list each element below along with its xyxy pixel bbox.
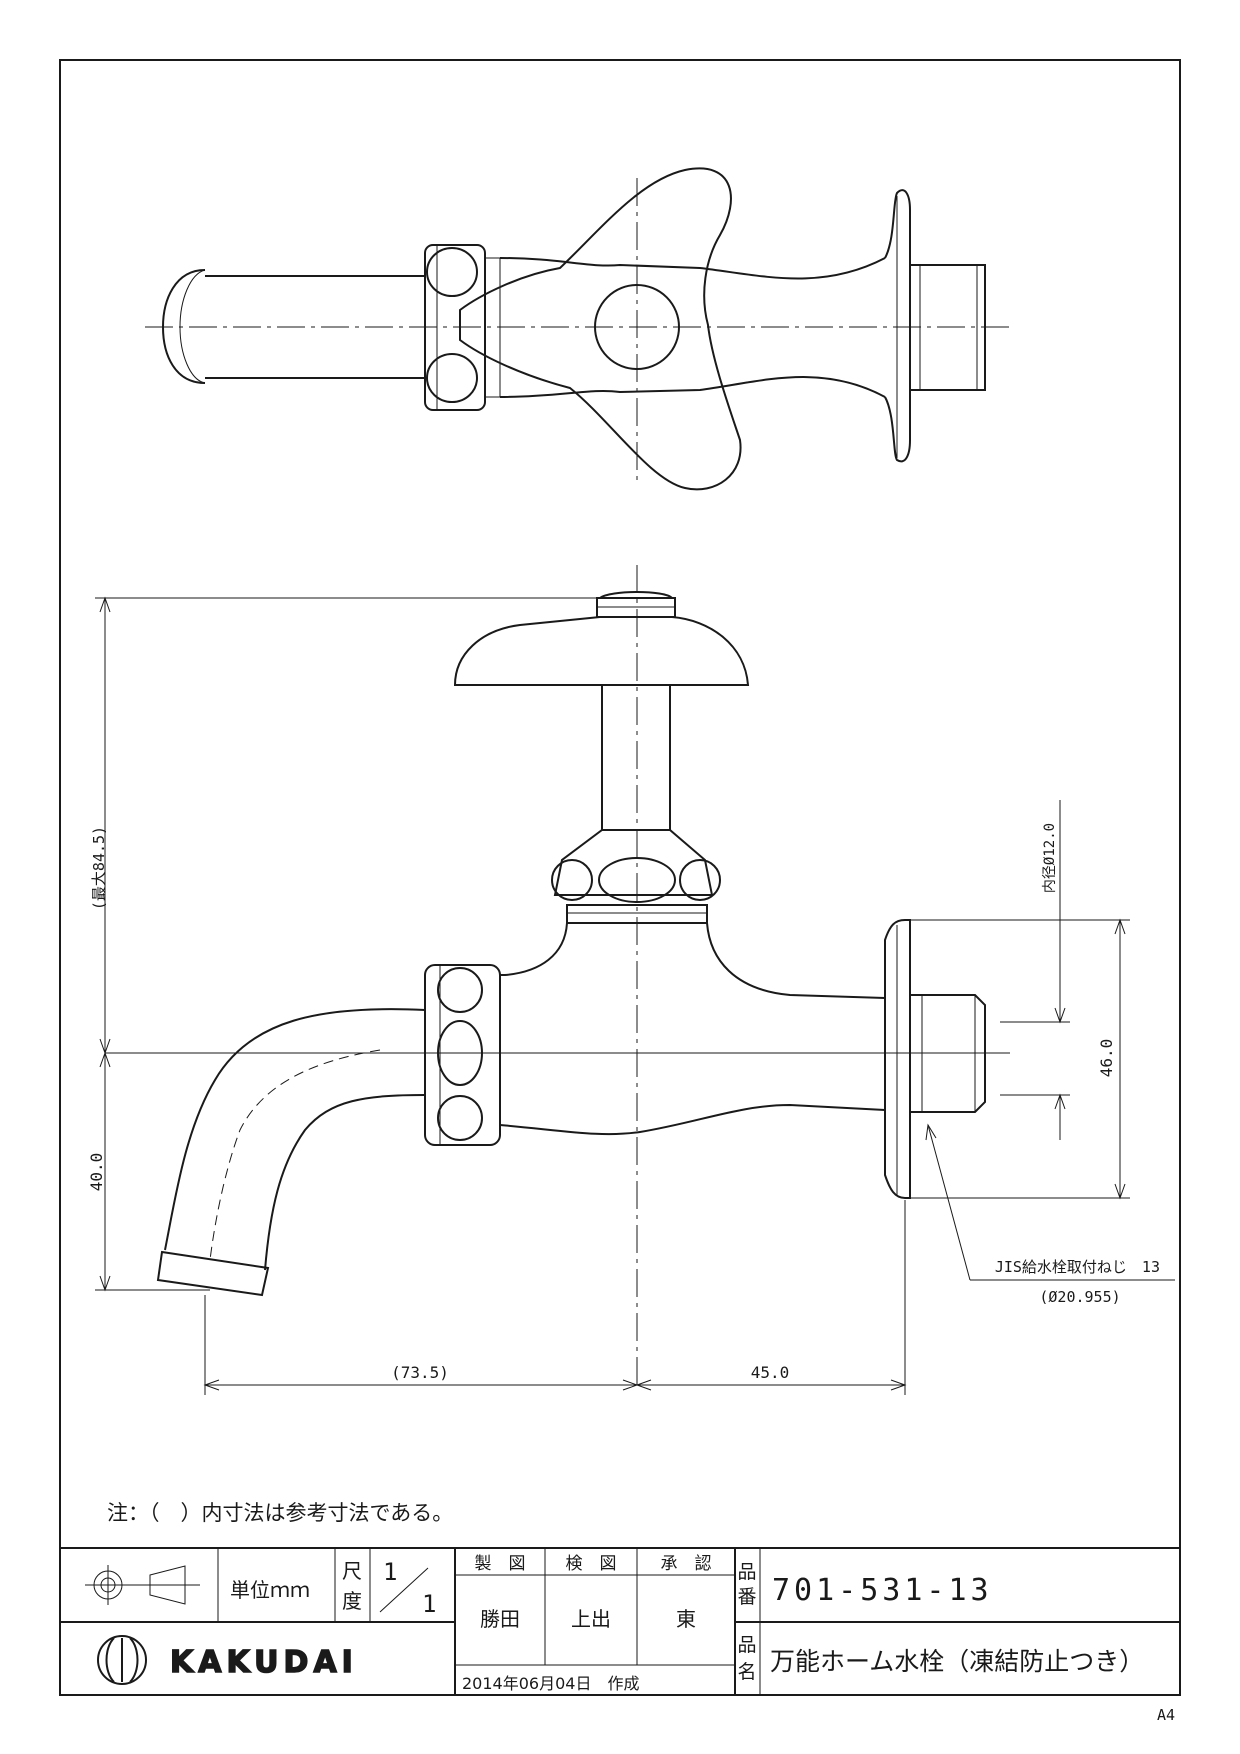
arrow-max-top bbox=[99, 596, 111, 613]
arrow-spout-bottom bbox=[99, 1275, 111, 1292]
arrow-spout-top bbox=[99, 1051, 111, 1068]
kakudai-logo: KAKUDAI bbox=[97, 1635, 358, 1685]
approved-label: 承 認 bbox=[661, 1554, 712, 1574]
part-name-label-bottom: 名 bbox=[737, 1661, 756, 1683]
dim-spout-height-label: 40.0 bbox=[87, 1153, 106, 1192]
scale-numerator: 1 bbox=[383, 1558, 397, 1586]
thread-diameter-label: (Ø20.955) bbox=[1039, 1288, 1120, 1306]
checked-by: 上出 bbox=[571, 1607, 611, 1631]
note-text: 注：（ ）内寸法は参考寸法である。 bbox=[107, 1501, 453, 1525]
body-lower bbox=[499, 1103, 886, 1136]
top-body-upper bbox=[499, 257, 886, 280]
top-thread-stub bbox=[909, 264, 986, 391]
thread-callout-label: JIS給水栓取付ねじ 13 bbox=[995, 1258, 1160, 1276]
top-view bbox=[145, 167, 1010, 491]
dim-reach-label: (73.5) bbox=[391, 1363, 449, 1382]
scale-label-bottom: 度 bbox=[342, 1589, 362, 1613]
part-name-label-top: 品 bbox=[737, 1634, 756, 1656]
dim-inner-label: 内径Ø12.0 bbox=[1042, 823, 1058, 893]
scale-denominator: 1 bbox=[422, 1590, 436, 1618]
body-neck-left bbox=[500, 922, 568, 976]
bonnet-ring bbox=[566, 904, 708, 924]
top-nut-lobe-lower bbox=[426, 353, 478, 403]
arrow-flange-bottom bbox=[1114, 1183, 1126, 1200]
part-no: 701-531-13 bbox=[772, 1573, 993, 1608]
sheet-size: A4 bbox=[1157, 1706, 1175, 1724]
top-spout-cap bbox=[161, 269, 206, 384]
dim-offset-label: 45.0 bbox=[751, 1363, 790, 1382]
dimension-lines bbox=[95, 596, 1175, 1395]
front-view bbox=[105, 565, 1010, 1390]
drawn-label: 製 図 bbox=[475, 1554, 526, 1574]
unit-label: 単位ｍｍ bbox=[230, 1578, 310, 1602]
handle-knob-top bbox=[599, 591, 673, 599]
projection-symbol bbox=[85, 1565, 200, 1605]
scale-label-top: 尺 bbox=[342, 1559, 362, 1583]
body-neck-right bbox=[706, 922, 886, 999]
arrow-reach-left bbox=[203, 1379, 220, 1391]
approved-by: 東 bbox=[676, 1607, 696, 1631]
drawn-by: 勝田 bbox=[480, 1607, 520, 1631]
spout-tip bbox=[156, 1250, 270, 1297]
arrow-offset-left bbox=[635, 1379, 652, 1391]
checked-label: 検 図 bbox=[566, 1554, 617, 1574]
title-block: 単位ｍｍ 尺 度 1 1 製 図 検 図 承 認 勝田 上出 東 2014年06… bbox=[60, 1547, 1180, 1695]
spout-nut-lobe-lower bbox=[437, 1095, 483, 1141]
date-text: 2014年06月04日 作成 bbox=[462, 1674, 639, 1693]
dim-flange-label: 46.0 bbox=[1097, 1039, 1116, 1078]
bonnet-lobe-center bbox=[598, 857, 676, 903]
top-nut-lobe-upper bbox=[426, 247, 478, 297]
spout-nut-lobe-center bbox=[437, 1020, 483, 1086]
spout-bore bbox=[209, 1049, 381, 1261]
scale-slash bbox=[379, 1567, 429, 1613]
sheet-border bbox=[59, 59, 1181, 1696]
top-body-lower bbox=[499, 376, 886, 398]
spout-nut bbox=[424, 964, 501, 1146]
top-handle-hub bbox=[594, 284, 680, 370]
bonnet-lobe-left bbox=[551, 859, 593, 901]
top-spout-cap-inner bbox=[179, 269, 206, 384]
part-no-label-bottom: 番 bbox=[737, 1586, 756, 1608]
arrow-flange-top bbox=[1114, 918, 1126, 935]
spout-nut-lobe-upper bbox=[437, 967, 483, 1013]
arrow-offset-right bbox=[890, 1379, 907, 1391]
arrow-leader bbox=[925, 1123, 937, 1141]
top-handle-wing bbox=[459, 167, 742, 491]
arrow-inner-bottom bbox=[1054, 1093, 1066, 1110]
arrow-inner-top bbox=[1054, 1007, 1066, 1024]
part-no-label-top: 品 bbox=[737, 1561, 756, 1583]
bonnet-lobe-right bbox=[679, 859, 721, 901]
part-name: 万能ホーム水栓（凍結防止つき） bbox=[770, 1647, 1144, 1676]
brand-text: KAKUDAI bbox=[170, 1645, 358, 1680]
top-nut bbox=[424, 244, 486, 411]
spout-outer bbox=[164, 1008, 426, 1251]
handle-cap bbox=[453, 616, 750, 686]
leader-thread bbox=[927, 1124, 971, 1281]
spout-inner bbox=[264, 1094, 426, 1271]
dim-max-height-label: (最大84.5) bbox=[90, 826, 108, 910]
